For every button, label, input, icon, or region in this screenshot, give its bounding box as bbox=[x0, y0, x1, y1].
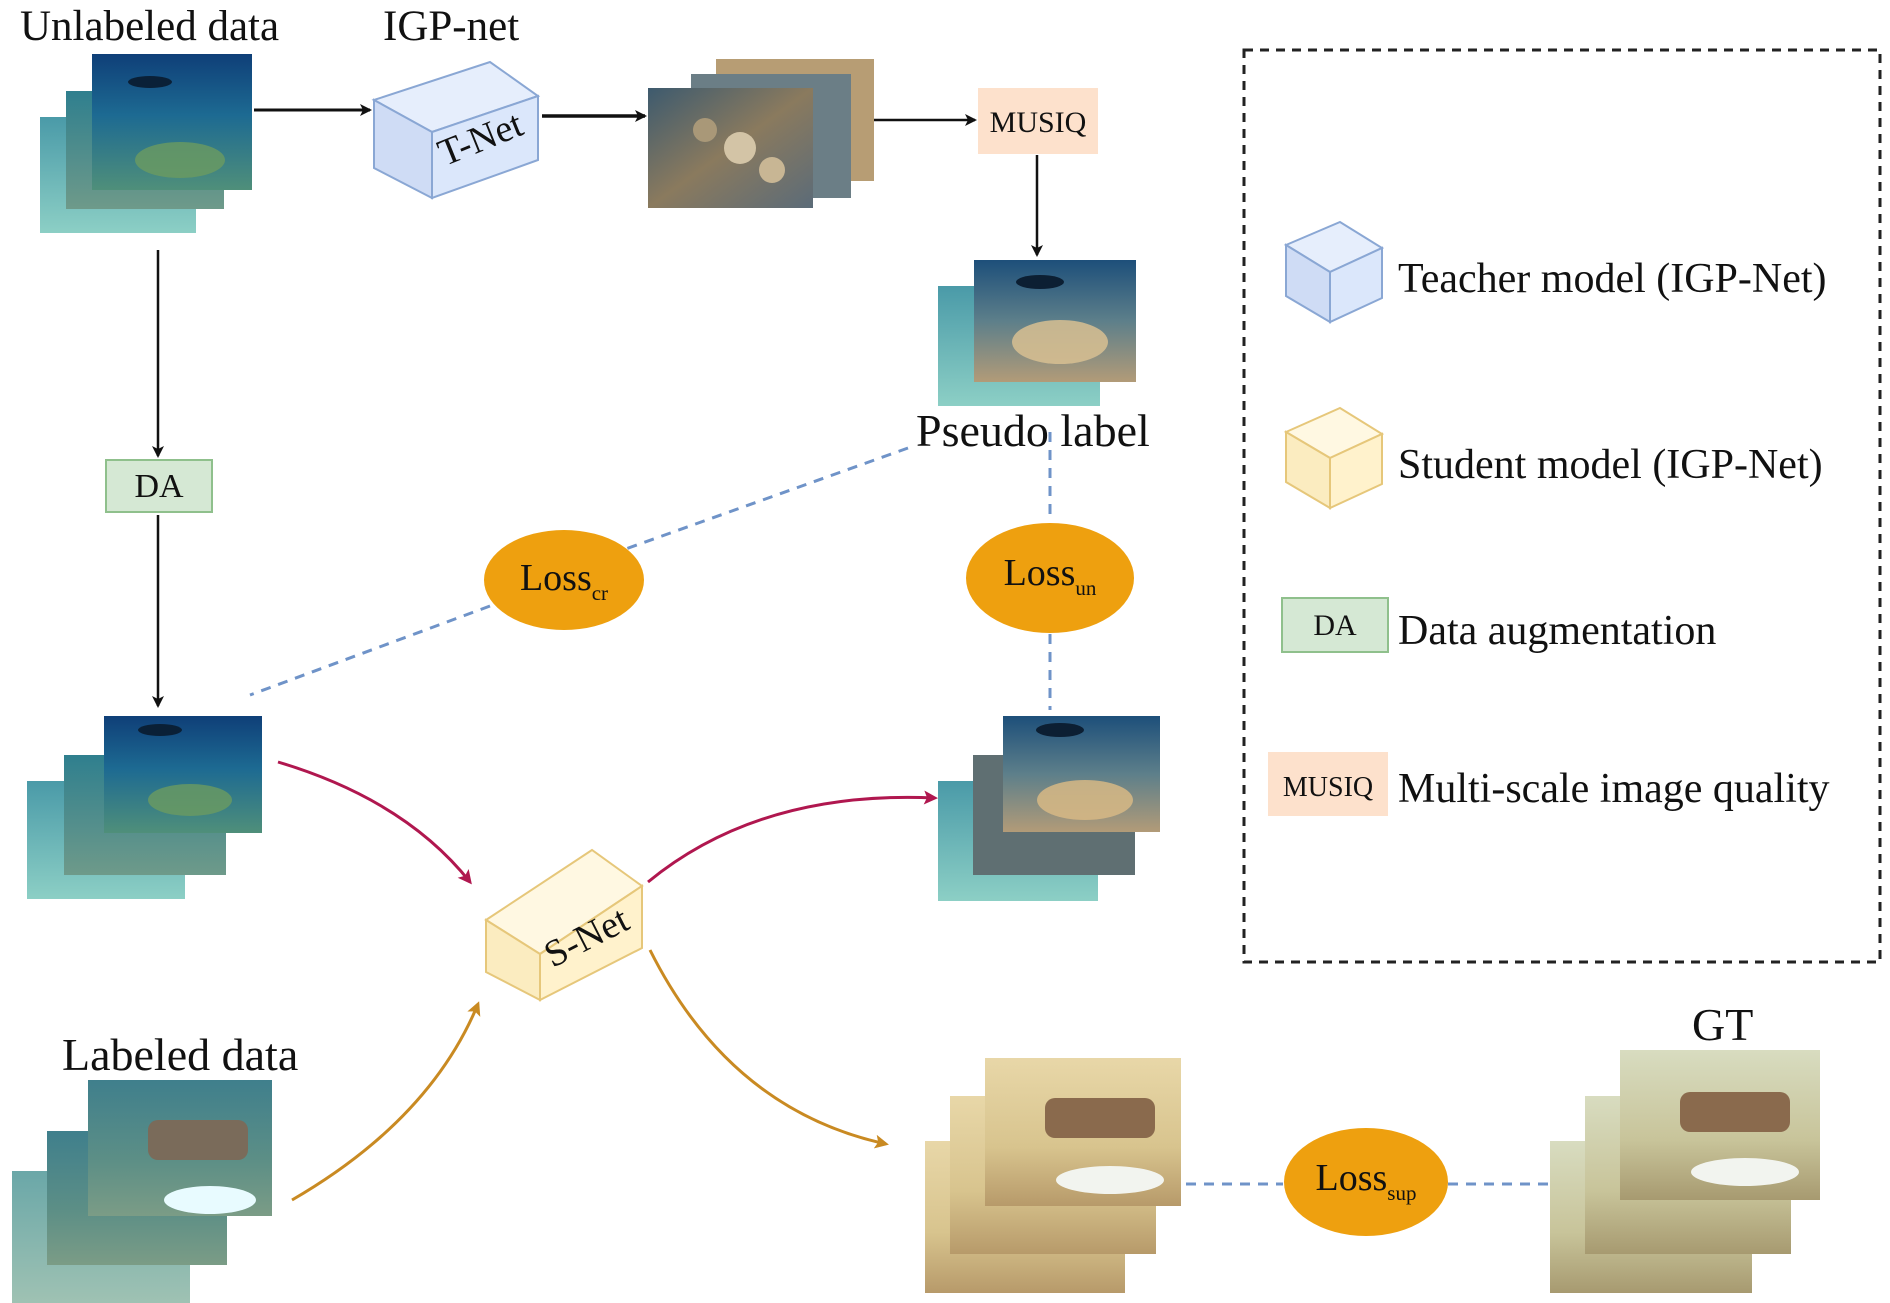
legend-da-box bbox=[1281, 597, 1389, 653]
loss-sup-base: Loss bbox=[1316, 1157, 1388, 1199]
legend-teacher-text: Teacher model (IGP-Net) bbox=[1398, 256, 1827, 302]
da-label: DA bbox=[134, 468, 184, 505]
legend-musiq-text: Multi-scale image quality bbox=[1398, 766, 1830, 812]
gt-title: GT bbox=[1692, 999, 1753, 1050]
legend: Teacher model (IGP-Net) Student model (I… bbox=[1242, 48, 1882, 964]
svg-text:Losscr: Losscr bbox=[520, 557, 608, 605]
loss-cr-sub: cr bbox=[592, 581, 608, 605]
legend-teacher-cube-icon bbox=[1283, 220, 1385, 324]
legend-da-tag: DA bbox=[1313, 609, 1357, 642]
loss-un: Lossun bbox=[966, 523, 1134, 633]
augmented-image-stack bbox=[27, 716, 262, 899]
pseudo-label-title: Pseudo label bbox=[916, 405, 1150, 456]
legend-da-text: Data augmentation bbox=[1398, 608, 1716, 654]
svg-text:Losssup: Losssup bbox=[1316, 1157, 1417, 1205]
legend-student-cube-icon bbox=[1283, 406, 1385, 510]
tnet-output-image-stack bbox=[648, 59, 874, 208]
dashed-line-losscr-to-augmented bbox=[249, 604, 491, 697]
loss-un-sub: un bbox=[1075, 576, 1097, 600]
loss-un-base: Loss bbox=[1004, 552, 1076, 594]
loss-sup: Losssup bbox=[1284, 1128, 1448, 1236]
svg-text:Lossun: Lossun bbox=[1004, 552, 1097, 600]
unlabeled-data-title: Unlabeled data bbox=[20, 3, 279, 50]
musiq-box: MUSIQ bbox=[978, 88, 1098, 154]
pseudo-label-image-stack bbox=[938, 260, 1136, 406]
arrow-snet-to-labeled-output bbox=[648, 949, 889, 1149]
dashed-loss-lines bbox=[249, 432, 1548, 1186]
loss-cr-base: Loss bbox=[520, 557, 592, 599]
igp-net-title: IGP-net bbox=[383, 3, 519, 50]
legend-frame bbox=[1242, 48, 1882, 964]
unlabeled-image-stack bbox=[40, 54, 252, 233]
legend-musiq-box bbox=[1268, 752, 1388, 816]
arrow-snet-to-unlabeled-output bbox=[647, 790, 938, 884]
arrow-augmented-to-snet bbox=[277, 760, 472, 885]
labeled-image-stack bbox=[12, 1080, 272, 1303]
labeled-data-title: Labeled data bbox=[62, 1029, 298, 1080]
legend-musiq-tag: MUSIQ bbox=[1283, 772, 1373, 803]
loss-cr: Losscr bbox=[484, 530, 644, 630]
legend-student-text: Student model (IGP-Net) bbox=[1398, 442, 1823, 488]
musiq-label: MUSIQ bbox=[990, 106, 1087, 139]
tnet-cube: T-Net bbox=[371, 60, 541, 200]
arrows bbox=[152, 104, 1043, 1202]
gt-image-stack bbox=[1550, 1050, 1820, 1293]
snet-labeled-output-stack bbox=[925, 1058, 1181, 1293]
snet-cube: S-Net bbox=[484, 848, 644, 1002]
snet-unlabeled-output-stack bbox=[938, 716, 1160, 901]
dashed-line-pseudo-to-losscr bbox=[619, 446, 909, 553]
arrow-labeled-to-snet bbox=[291, 1001, 481, 1202]
da-box: DA bbox=[105, 459, 213, 513]
loss-sup-sub: sup bbox=[1387, 1181, 1416, 1205]
